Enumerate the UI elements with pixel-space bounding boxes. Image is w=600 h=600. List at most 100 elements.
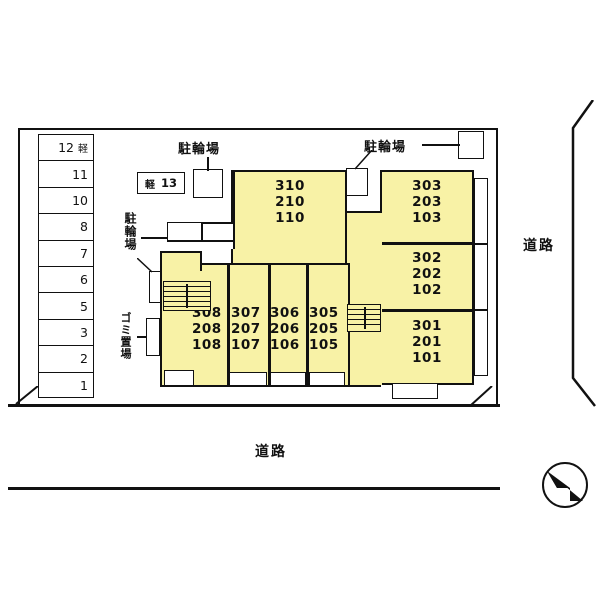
entrance-porch-108 [164, 370, 194, 386]
unit-number: 207 [231, 321, 261, 337]
parking-stall-number: 3 [80, 324, 88, 340]
unit-divider [227, 263, 230, 387]
parking-stall[interactable]: 7 [39, 241, 93, 267]
unit-number: 302 [412, 250, 442, 266]
bicycle-parking-box-top-right[interactable] [458, 131, 484, 159]
unit-label-group-303: 303 203 103 [380, 178, 474, 226]
parking-stall[interactable]: 3 [39, 320, 93, 347]
staircase-center [347, 304, 381, 332]
building-notch-left [167, 222, 203, 242]
unit-number: 307 [231, 305, 261, 321]
unit-number: 106 [270, 337, 300, 353]
parking-stall[interactable]: 12 軽 [39, 135, 93, 162]
bicycle-parking-label-top-right: 駐輪場 [364, 140, 407, 155]
unit-divider [268, 263, 271, 387]
unit-label-group-310: 310 210 110 [233, 178, 347, 226]
kei-mark: 軽 [144, 179, 155, 191]
unit-number: 206 [270, 321, 300, 337]
unit-number: 301 [412, 318, 442, 334]
unit-number: 101 [412, 350, 442, 366]
edge-line [231, 249, 233, 271]
parking-stall[interactable]: 11 [39, 161, 93, 188]
parking-stall[interactable]: 8 [39, 214, 93, 241]
unit-label-group-301: 301 201 101 [380, 318, 474, 366]
building-block-north[interactable] [233, 170, 347, 251]
unit-number: 201 [412, 334, 442, 350]
staircase-west [163, 281, 211, 311]
leader-line [207, 157, 209, 171]
unit-number: 205 [309, 321, 339, 337]
parking-stall[interactable]: 10 [39, 188, 93, 215]
balcony-303 [474, 178, 488, 244]
parking-stall[interactable]: 2 [39, 346, 93, 373]
bicycle-parking-box-secondary[interactable] [346, 168, 368, 196]
road-bottom-edge-top [8, 404, 500, 407]
unit-number: 310 [275, 178, 305, 194]
parking-stall-number: 10 [72, 192, 88, 208]
road-bottom-edge-bottom [8, 487, 500, 490]
unit-label-group-306: 306 206 106 [270, 305, 310, 353]
edge-line [347, 211, 381, 213]
parking-stall-column: 12 軽 11 10 8 7 6 5 3 2 1 [38, 134, 94, 398]
unit-label-group-302: 302 202 102 [380, 250, 474, 298]
trash-area-label: ゴミ置場 [119, 312, 132, 360]
unit-number: 306 [270, 305, 300, 321]
road-right-outline [571, 100, 596, 407]
bicycle-parking-label-left: 駐輪場 [123, 212, 137, 251]
edge-line [231, 170, 233, 224]
parking-stall-number: 2 [80, 351, 88, 367]
unit-number: 303 [412, 178, 442, 194]
building-west-wing [160, 251, 202, 271]
unit-label-group-308: 308 208 108 [192, 305, 232, 353]
parking-stall-number: 6 [80, 272, 88, 288]
edge-line [201, 222, 233, 224]
entrance-porch-105 [309, 372, 345, 386]
unit-number: 210 [275, 194, 305, 210]
kei-parking-number: 13 [160, 176, 177, 190]
parking-stall-number: 12 [58, 140, 74, 156]
entrance-porch-107 [229, 372, 267, 386]
road-label-right: 道路 [523, 238, 555, 254]
parking-stall-kei-mark: 軽 [78, 144, 88, 156]
unit-number: 208 [192, 321, 222, 337]
leader-line-diagonal [137, 258, 153, 273]
leader-line [422, 144, 460, 146]
site-corner-cut [470, 386, 493, 407]
unit-number: 107 [231, 337, 261, 353]
kei-parking-box[interactable]: 軽 13 [137, 172, 185, 194]
unit-divider [306, 263, 309, 387]
bicycle-parking-label-top-center: 駐輪場 [178, 142, 221, 157]
parking-stall-number: 8 [80, 219, 88, 235]
parking-stall[interactable]: 5 [39, 293, 93, 320]
leader-line-diagonal [354, 150, 373, 170]
unit-number: 102 [412, 282, 442, 298]
parking-stall[interactable]: 6 [39, 267, 93, 294]
trash-area-box[interactable] [146, 318, 160, 356]
balcony-302 [474, 244, 488, 310]
north-arrow-icon [542, 462, 588, 508]
unit-label-group-305: 305 205 105 [309, 305, 349, 353]
edge-line [167, 240, 233, 242]
parking-stall-number: 7 [80, 245, 88, 261]
unit-number: 108 [192, 337, 222, 353]
unit-number: 202 [412, 266, 442, 282]
leader-line [141, 237, 171, 239]
edge-line [201, 222, 203, 242]
entrance-porch-101 [392, 383, 438, 399]
unit-number: 110 [275, 210, 305, 226]
parking-stall-number: 1 [80, 378, 88, 394]
parking-stall[interactable]: 1 [39, 373, 93, 399]
site-corner-cut-left [15, 386, 39, 405]
unit-number: 305 [309, 305, 339, 321]
road-label-bottom: 道路 [255, 444, 287, 460]
unit-label-group-307: 307 207 107 [231, 305, 271, 353]
balcony-301 [474, 310, 488, 376]
unit-number: 105 [309, 337, 339, 353]
corridor-vertical [347, 213, 382, 385]
entrance-porch-106 [270, 372, 306, 386]
edge-line [347, 385, 381, 387]
parking-stall-number: 11 [72, 166, 88, 182]
bicycle-parking-box-top-center[interactable] [193, 169, 223, 198]
unit-number: 203 [412, 194, 442, 210]
